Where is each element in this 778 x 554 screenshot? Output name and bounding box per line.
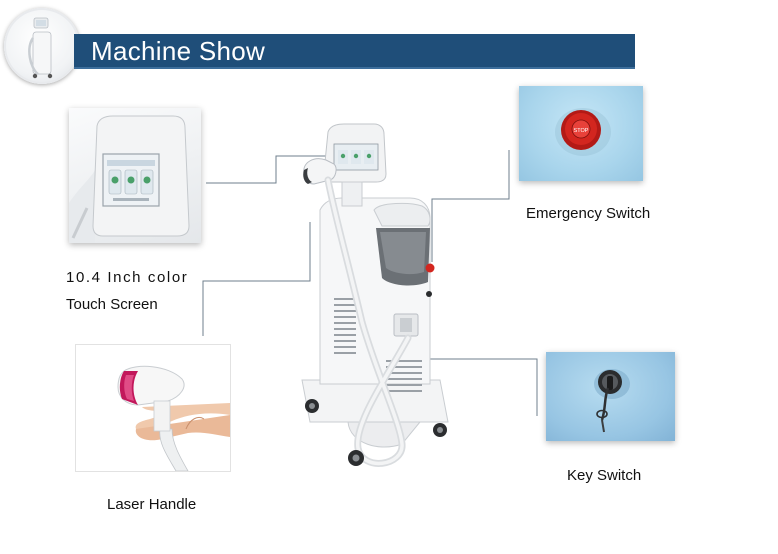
screen-label-line2: Touch Screen xyxy=(66,296,158,313)
title-banner xyxy=(74,34,635,69)
laser-machine-illustration xyxy=(301,123,449,467)
laser-handle-illustration xyxy=(117,365,230,471)
emergency-switch-label: Emergency Switch xyxy=(526,205,651,222)
stop-button-text: STOP xyxy=(574,128,589,134)
key-switch-photo xyxy=(546,352,675,441)
touch-screen-photo xyxy=(69,108,201,243)
laser-machine-image xyxy=(290,122,462,474)
touch-screen-illustration xyxy=(69,115,190,243)
machine-thumbnail-icon xyxy=(28,17,53,79)
laser-handle-photo xyxy=(76,345,230,471)
screen-label-line1: 10.4 Inch color xyxy=(66,269,189,286)
machine-thumbnail-badge xyxy=(4,8,80,84)
handle-label: Laser Handle xyxy=(107,496,197,513)
key-switch-illustration xyxy=(594,369,630,433)
emergency-stop-illustration: STOP xyxy=(555,108,611,156)
key-switch-label: Key Switch xyxy=(567,467,642,484)
page-title: Machine Show xyxy=(91,36,266,66)
emergency-switch-photo: STOP xyxy=(519,86,643,181)
